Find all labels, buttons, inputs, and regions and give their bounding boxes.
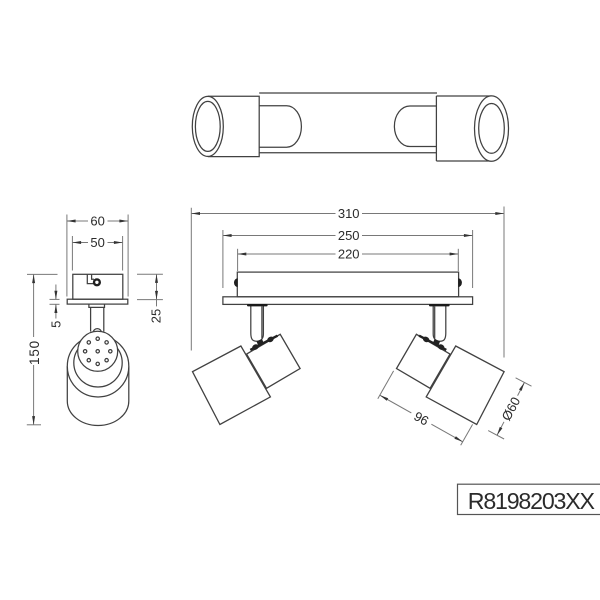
- svg-text:60: 60: [90, 214, 104, 229]
- svg-text:310: 310: [338, 206, 360, 221]
- svg-text:250: 250: [338, 228, 360, 243]
- svg-text:50: 50: [90, 235, 104, 250]
- svg-text:R8198203XX: R8198203XX: [468, 488, 595, 514]
- svg-text:25: 25: [149, 309, 164, 323]
- svg-text:150: 150: [27, 340, 42, 365]
- svg-text:5: 5: [49, 321, 64, 328]
- svg-text:96: 96: [411, 408, 431, 428]
- svg-text:220: 220: [338, 247, 360, 262]
